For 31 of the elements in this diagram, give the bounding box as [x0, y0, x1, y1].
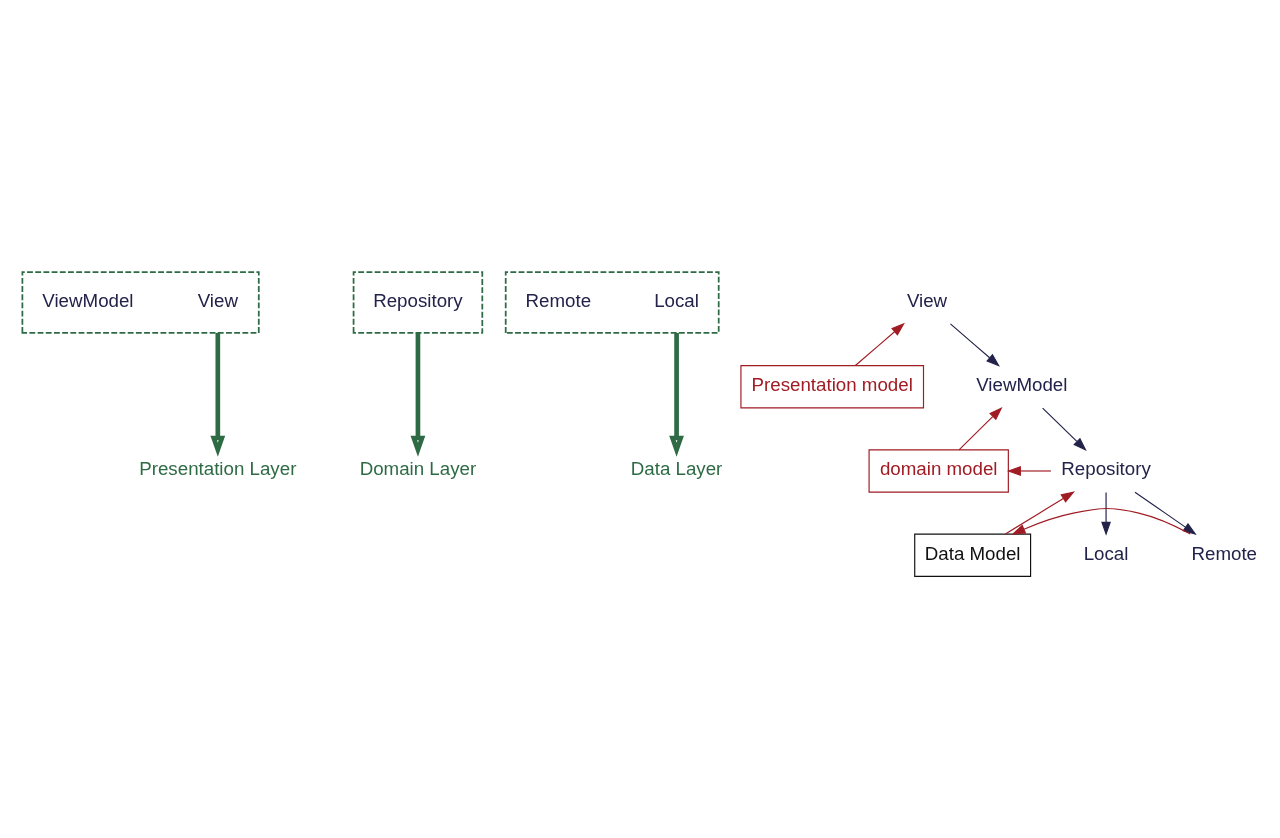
node-text: View	[906, 289, 948, 311]
arrow	[210, 332, 226, 457]
node-box: domain model	[868, 448, 1009, 493]
cluster	[21, 270, 260, 334]
arrow	[1006, 465, 1052, 476]
arrow	[854, 322, 905, 366]
node-text: Repository	[1061, 457, 1151, 479]
arrow	[949, 322, 1000, 367]
node-text: ViewModel	[976, 373, 1068, 395]
node-text: Remote	[1191, 542, 1258, 564]
node-text: Domain Layer	[359, 457, 477, 479]
node-text: Remote	[525, 289, 592, 311]
arrow	[1134, 491, 1197, 535]
node-box: Presentation model	[740, 364, 925, 408]
arrow	[1011, 507, 1191, 535]
node-text: View	[197, 289, 238, 311]
node-text: Local	[1083, 542, 1129, 564]
node-box: Data Model	[914, 533, 1032, 577]
cluster	[352, 270, 484, 334]
node-text: Presentation Layer	[139, 457, 297, 479]
arrow	[1042, 407, 1087, 451]
arrow	[1004, 490, 1075, 535]
cluster	[504, 270, 720, 334]
node-text: Repository	[373, 289, 463, 311]
arrow	[1101, 491, 1111, 536]
node-text: Local	[654, 289, 699, 311]
arrow	[958, 406, 1003, 450]
arrow	[669, 332, 684, 457]
arrow	[410, 332, 426, 457]
node-text: ViewModel	[42, 289, 134, 311]
node-text: Data Layer	[630, 457, 723, 479]
